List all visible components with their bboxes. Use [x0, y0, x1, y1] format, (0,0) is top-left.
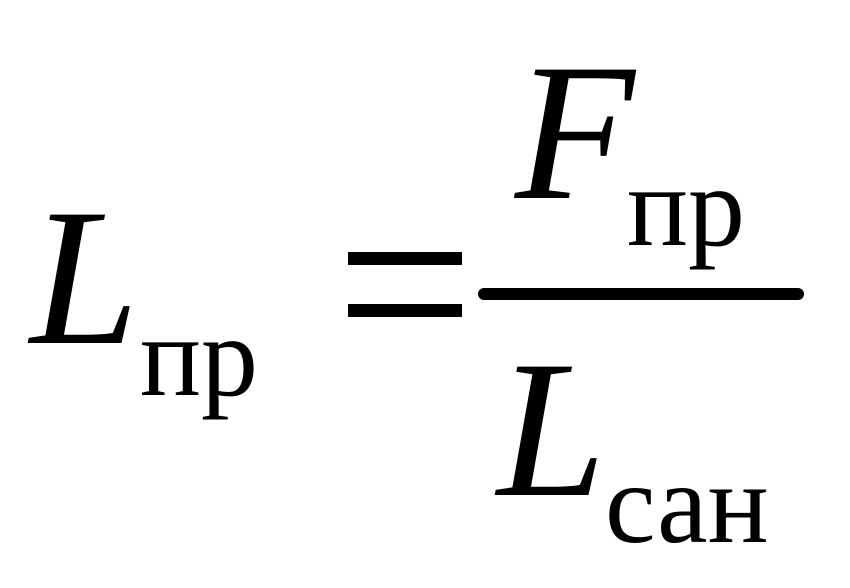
equals-sign-bottom-bar [348, 304, 462, 317]
denominator-subscript: сан [605, 440, 769, 567]
lhs-subscript: пр [140, 293, 259, 420]
numerator-symbol: F [515, 24, 635, 241]
denominator-symbol: L [497, 321, 607, 538]
equals-sign-top-bar [348, 252, 462, 265]
numerator-subscript: пр [627, 143, 746, 270]
fraction-bar [478, 288, 804, 300]
lhs-symbol: L [30, 169, 140, 386]
